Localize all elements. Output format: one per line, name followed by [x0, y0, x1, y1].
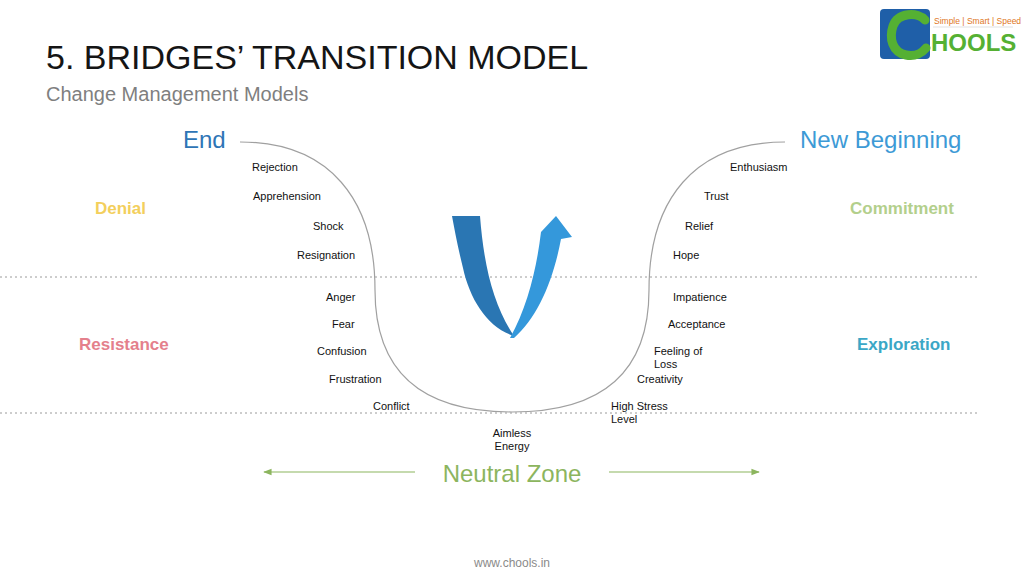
emotion-word: Acceptance: [668, 318, 725, 331]
u-ribbon-right: [510, 216, 572, 338]
transition-curve: [240, 142, 785, 412]
emotion-word: Shock: [313, 220, 344, 233]
emotion-word: High Stress Level: [611, 400, 675, 425]
footer-url: www.chools.in: [412, 557, 612, 571]
emotion-word: Rejection: [252, 161, 298, 174]
emotion-word: Enthusiasm: [730, 161, 787, 174]
emotion-word: Frustration: [329, 373, 382, 386]
emotion-word: Apprehension: [253, 190, 321, 203]
emotion-word: Conflict: [373, 400, 410, 413]
logo-word: HOOLS: [931, 29, 1016, 57]
stage-label: Commitment: [850, 199, 954, 219]
phase-label: New Beginning: [800, 126, 961, 154]
emotion-word: Trust: [704, 190, 729, 203]
divider-line: [0, 413, 980, 414]
zone-arrow: [609, 471, 759, 472]
divider-line: [0, 277, 980, 278]
phase-label: End: [183, 126, 226, 154]
logo-rule: [933, 27, 1013, 28]
u-ribbon-left: [452, 216, 514, 336]
emotion-word: Hope: [673, 249, 699, 262]
emotion-word: Feeling of Loss: [654, 345, 710, 370]
stage-label: Denial: [95, 199, 146, 219]
emotion-word: Impatience: [673, 291, 727, 304]
emotion-word: Confusion: [317, 345, 367, 358]
stage-label: Resistance: [79, 335, 169, 355]
emotion-word: Anger: [326, 291, 355, 304]
emotion-word: Resignation: [297, 249, 355, 262]
emotion-word: Relief: [685, 220, 713, 233]
stage-label: Exploration: [857, 335, 951, 355]
phase-label: Neutral Zone: [402, 460, 622, 488]
slide-title: 5. BRIDGES’ TRANSITION MODEL: [46, 38, 588, 77]
emotion-word: Aimless Energy: [482, 427, 542, 452]
logo-square: [880, 9, 930, 59]
logo-c-mark: [891, 15, 926, 56]
logo-tagline: Simple | Smart | Speed: [934, 17, 1021, 27]
emotion-word: Fear: [332, 318, 355, 331]
emotion-word: Creativity: [637, 373, 683, 386]
subtitle: Change Management Models: [46, 83, 308, 106]
zone-arrow: [264, 471, 415, 472]
